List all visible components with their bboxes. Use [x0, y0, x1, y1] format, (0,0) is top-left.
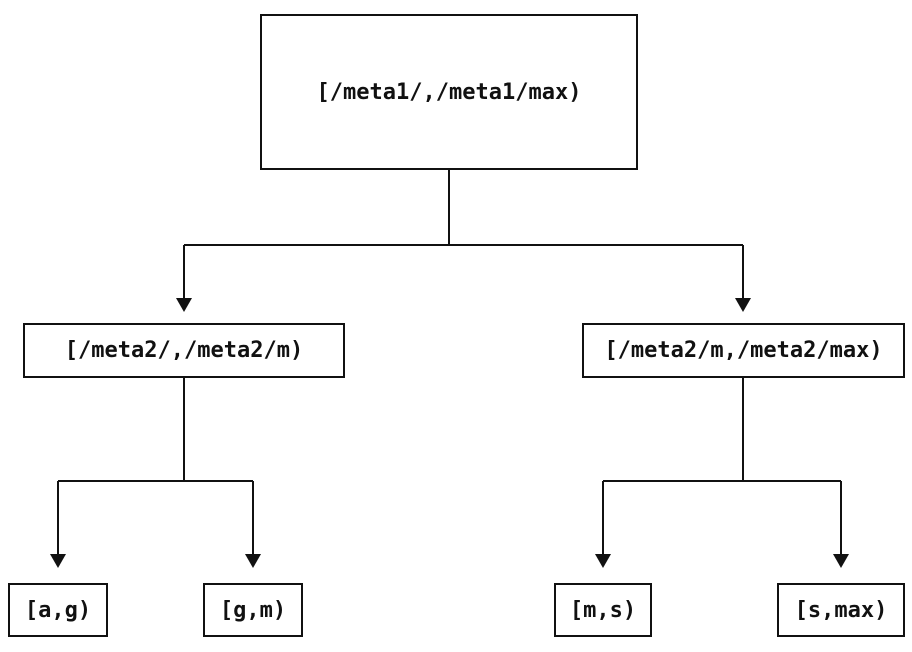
arrowhead-icon [833, 554, 849, 568]
node-meta2-high: [/meta2/m,/meta2/max) [582, 323, 905, 378]
arrowhead-icon [595, 554, 611, 568]
node-meta2-low-label: [/meta2/,/meta2/m) [64, 338, 304, 363]
node-meta2-low: [/meta2/,/meta2/m) [23, 323, 345, 378]
node-root: [/meta1/,/meta1/max) [260, 14, 638, 170]
arrowhead-icon [245, 554, 261, 568]
node-leaf-s-max-label: [s,max) [794, 597, 888, 623]
node-root-label: [/meta1/,/meta1/max) [316, 79, 582, 105]
node-leaf-m-s: [m,s) [554, 583, 652, 637]
node-leaf-g-m: [g,m) [203, 583, 303, 637]
node-leaf-a-g: [a,g) [8, 583, 108, 637]
arrowhead-icon [735, 298, 751, 312]
node-leaf-a-g-label: [a,g) [24, 597, 92, 623]
arrowhead-icon [176, 298, 192, 312]
node-leaf-s-max: [s,max) [777, 583, 905, 637]
node-meta2-high-label: [/meta2/m,/meta2/max) [604, 338, 883, 363]
node-leaf-m-s-label: [m,s) [569, 597, 637, 623]
arrowhead-icon [50, 554, 66, 568]
node-leaf-g-m-label: [g,m) [219, 597, 287, 623]
